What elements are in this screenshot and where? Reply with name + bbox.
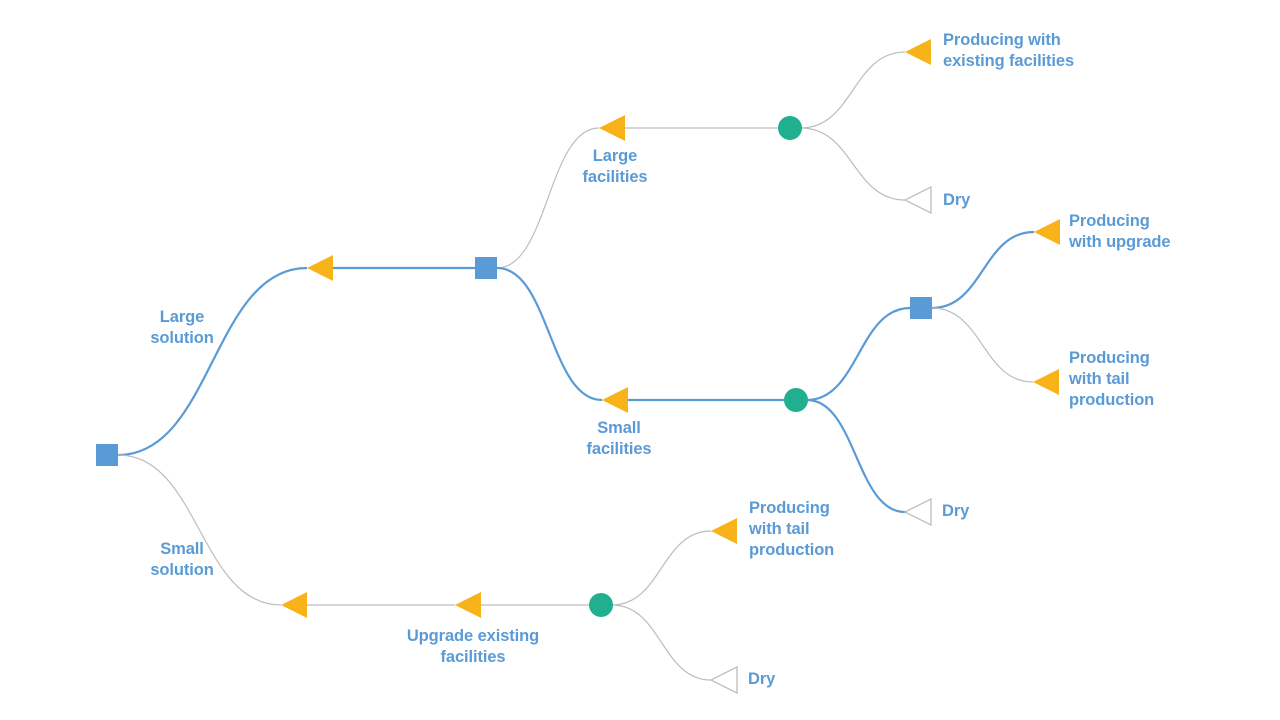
edge-chance_large-to-producing_existing [800,51,906,129]
node-label-large_facilities: Large facilities [582,147,648,186]
edge-root-to-small_solution [117,454,282,606]
nodes-layer [96,39,1060,694]
outcome-triangle-upgrade_existing[interactable] [455,592,481,618]
outcome-triangle-small_facilities[interactable] [602,387,628,413]
node-label-upgrade_existing: Upgrade existing facilities [406,627,540,666]
outcome-triangle-large_facilities[interactable] [599,115,625,141]
node-label-dry_3: Dry [748,670,776,688]
edge-decision_upgrade-to-producing_upgrade [931,230,1035,310]
edge-chance_large-to-dry_1 [800,127,906,201]
node-label-dry_1: Dry [943,191,971,209]
node-label-producing_upgrade: Producing with upgrade [1069,212,1171,251]
outcome-triangle-producing_upgrade[interactable] [1034,219,1060,245]
node-label-producing_tail_2: Producing with tail production [749,499,835,559]
node-label-dry_2: Dry [942,502,970,520]
chance-node-chance_large[interactable] [778,116,802,140]
edges-layer [117,51,1035,681]
decision-node-root[interactable] [96,444,118,466]
outcome-triangle-producing_tail_2[interactable] [711,518,737,544]
edge-decision_facilities-to-small_facilities [496,266,603,402]
edge-chance_small-to-decision_upgrade [806,306,911,402]
outcome-triangle-producing_tail_1[interactable] [1033,369,1059,395]
outcome-triangle-small_solution[interactable] [281,592,307,618]
edge-chance_upgrade-to-producing_tail_2 [611,530,712,606]
node-label-large_solution: Large solution [150,308,214,347]
edge-root-to-large_solution [117,266,308,457]
node-label-producing_existing: Producing with existing facilities [943,31,1075,70]
edge-decision_upgrade-to-producing_tail_1 [931,307,1034,383]
terminal-triangle-dry_1[interactable] [903,186,932,214]
edge-decision_facilities-to-large_facilities [496,127,600,269]
terminal-triangle-dry_2[interactable] [903,498,932,526]
node-label-producing_tail_1: Producing with tail production [1069,349,1155,409]
node-label-small_facilities: Small facilities [586,419,652,458]
edge-chance_small-to-dry_2 [806,398,906,514]
node-label-small_solution: Small solution [150,540,214,579]
outcome-triangle-producing_existing[interactable] [905,39,931,65]
terminal-triangle-dry_3[interactable] [709,666,738,694]
chance-node-chance_small[interactable] [784,388,808,412]
chance-node-chance_upgrade[interactable] [589,593,613,617]
decision-node-decision_facilities[interactable] [475,257,497,279]
edge-chance_upgrade-to-dry_3 [611,604,712,681]
decision-node-decision_upgrade[interactable] [910,297,932,319]
outcome-triangle-large_solution[interactable] [307,255,333,281]
